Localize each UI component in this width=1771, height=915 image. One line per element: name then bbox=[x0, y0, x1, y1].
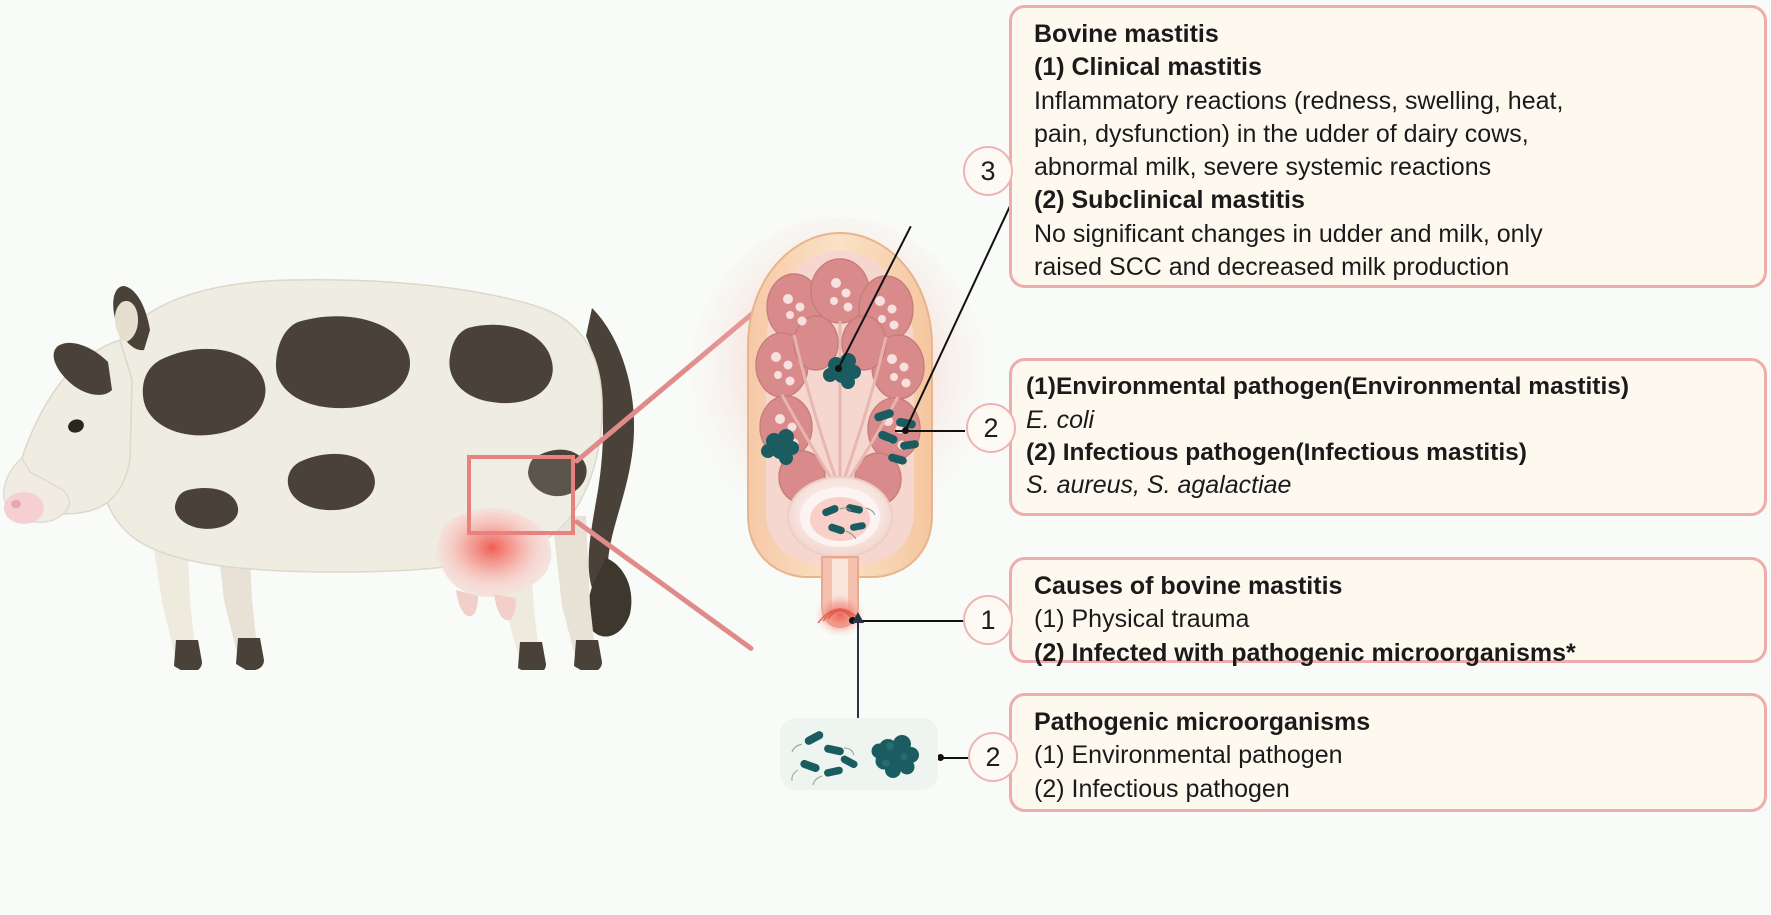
marker-circle-3[interactable]: 3 bbox=[963, 146, 1013, 196]
callout-line: (2) Infectious pathogen(Infectious masti… bbox=[1026, 438, 1527, 466]
marker-circle-2-pathogen-types[interactable]: 2 bbox=[966, 403, 1016, 453]
callout-pathogenic-microorganisms: Pathogenic microorganisms (1) Environmen… bbox=[1009, 693, 1767, 812]
callout-line: Pathogenic microorganisms bbox=[1034, 708, 1371, 736]
cow-illustration bbox=[3, 278, 635, 670]
callout-line: (1) Clinical mastitis bbox=[1034, 53, 1262, 82]
leader-line-microorganisms bbox=[940, 757, 970, 759]
callout-line: (2) Infected with pathogenic microorgani… bbox=[1034, 638, 1576, 667]
callout-line: abnormal milk, severe systemic reactions bbox=[1034, 153, 1492, 181]
udder-crop-highlight bbox=[467, 455, 575, 535]
callout-line: Inflammatory reactions (redness, swellin… bbox=[1034, 86, 1564, 115]
callout-pathogen-types: (1)Environmental pathogen(Environmental … bbox=[1009, 358, 1767, 516]
leader-dot-mastitis-a bbox=[835, 365, 842, 372]
callout-line: No significant changes in udder and milk… bbox=[1034, 219, 1543, 248]
leader-line-pathogen-types bbox=[895, 430, 965, 432]
callout-line: (1) Environmental pathogen bbox=[1034, 741, 1343, 770]
infection-route-arrow-head bbox=[852, 612, 864, 623]
callout-line: (2) Subclinical mastitis bbox=[1034, 186, 1305, 215]
callout-line: pain, dysfunction) in the udder of dairy… bbox=[1034, 119, 1529, 148]
callout-causes: Causes of bovine mastitis (1) Physical t… bbox=[1009, 557, 1767, 667]
marker-circle-2-microorganisms[interactable]: 2 bbox=[968, 732, 1018, 782]
callout-line: (2) Infectious pathogen bbox=[1034, 774, 1290, 803]
infection-route-arrow-shaft bbox=[857, 620, 859, 718]
callout-line: (1) Physical trauma bbox=[1034, 605, 1250, 634]
callout-line: E. coli bbox=[1026, 405, 1095, 434]
leader-line-causes bbox=[852, 620, 964, 622]
bacteria-sample-illustration bbox=[791, 731, 919, 786]
marker-circle-1-causes[interactable]: 1 bbox=[963, 595, 1013, 645]
callout-line: (1)Environmental pathogen(Environmental … bbox=[1026, 373, 1630, 400]
callout-bovine-mastitis: Bovine mastitis (1) Clinical mastitis In… bbox=[1009, 5, 1767, 288]
callout-line: Bovine mastitis bbox=[1034, 20, 1219, 48]
bacteria-sample-box bbox=[780, 718, 938, 790]
udder-cross-section-illustration bbox=[690, 217, 988, 635]
callout-line: S. aureus, S. agalactiae bbox=[1026, 471, 1292, 500]
callout-line: raised SCC and decreased milk production bbox=[1034, 252, 1510, 281]
leader-dot-microorganisms bbox=[937, 754, 944, 761]
callout-line: Causes of bovine mastitis bbox=[1034, 572, 1343, 600]
